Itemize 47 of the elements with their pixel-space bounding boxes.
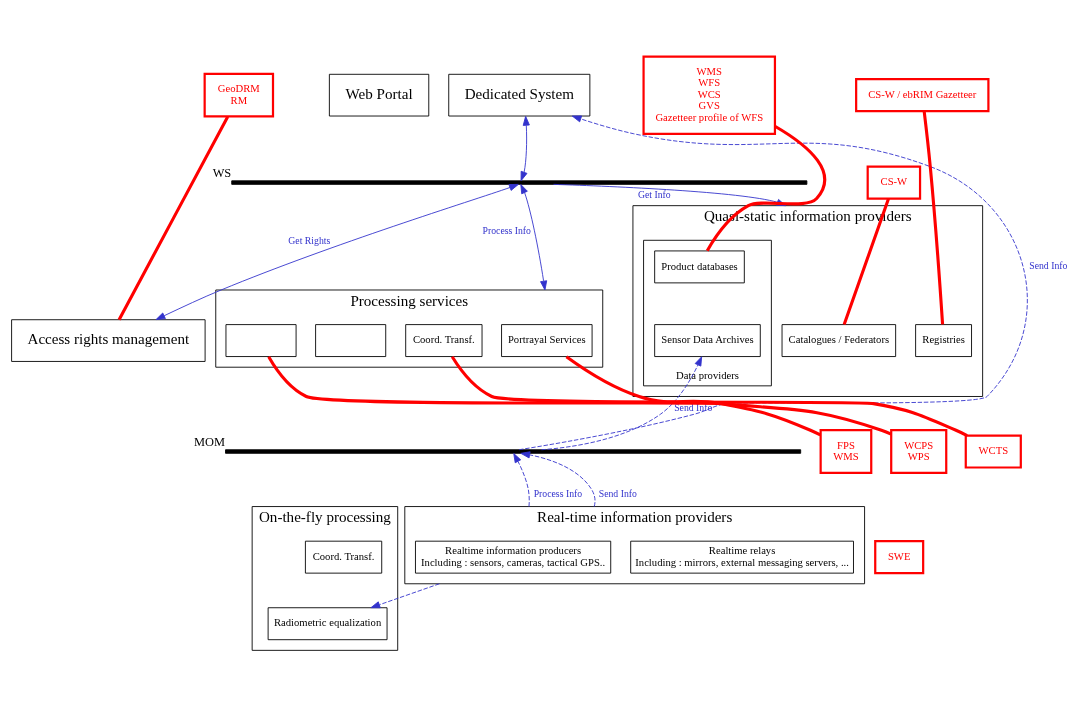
edge-label: Send Info: [598, 487, 637, 499]
edge-label: Process Info: [533, 487, 583, 499]
connector: [267, 355, 892, 436]
arrow: [520, 183, 548, 290]
connector: [565, 355, 822, 436]
arrow: [520, 450, 596, 507]
node-box: Sensor Data Archives: [654, 323, 761, 357]
arrow: [155, 183, 519, 320]
connector: [922, 110, 945, 324]
node-box: Dedicated System: [448, 73, 591, 116]
arrow: [370, 582, 440, 608]
node-box: Catalogues / Federators: [781, 323, 897, 357]
node-box: SWE: [874, 539, 925, 574]
node-box: Radiometric equalization: [267, 606, 388, 640]
node-box: Registries: [915, 323, 972, 357]
node-box: Realtime information producers Including : sensors, cameras, tactical GPS..: [415, 540, 612, 574]
node-box: FPS WMS: [819, 428, 873, 474]
edge-label: Get Info: [637, 188, 671, 200]
edge-label: Send Info: [1029, 259, 1068, 271]
node-box: CS-W / ebRIM Gazetteer: [855, 77, 990, 112]
node-box: Realtime relays Including : mirrors, external messaging servers, ...: [630, 540, 854, 574]
node-box: [225, 323, 297, 357]
node-box: GeoDRM RM: [203, 72, 275, 118]
connector: [842, 197, 890, 325]
arrow: [520, 115, 530, 181]
connector: [450, 355, 968, 437]
arrow: [541, 355, 703, 450]
node-box: CS-W: [866, 165, 922, 200]
node-bar: [231, 179, 808, 185]
node-box: Web Portal: [328, 73, 430, 116]
node-label: WS: [212, 165, 232, 180]
node-box: WCPS WPS: [890, 428, 948, 474]
edge-label: Process Info: [482, 224, 531, 236]
node-box: Portrayal Services: [501, 323, 593, 357]
edge-label: Get Rights: [288, 234, 331, 246]
node-label: MOM: [194, 434, 226, 449]
node-box: WMS WFS WCS GVS Gazetteer profile of WFS: [642, 54, 777, 135]
node-box: Coord. Transf.: [304, 540, 383, 574]
node-box: Coord. Transf.: [405, 323, 483, 357]
node-box: WCTS: [964, 433, 1022, 469]
node-bar: [225, 448, 802, 454]
arrow: [513, 452, 530, 507]
node-box: [315, 323, 387, 357]
node-box: Access rights management: [11, 318, 206, 362]
connector: [117, 115, 230, 320]
edge-label: Send Info: [674, 401, 713, 413]
node-box: Product databases: [654, 250, 745, 283]
